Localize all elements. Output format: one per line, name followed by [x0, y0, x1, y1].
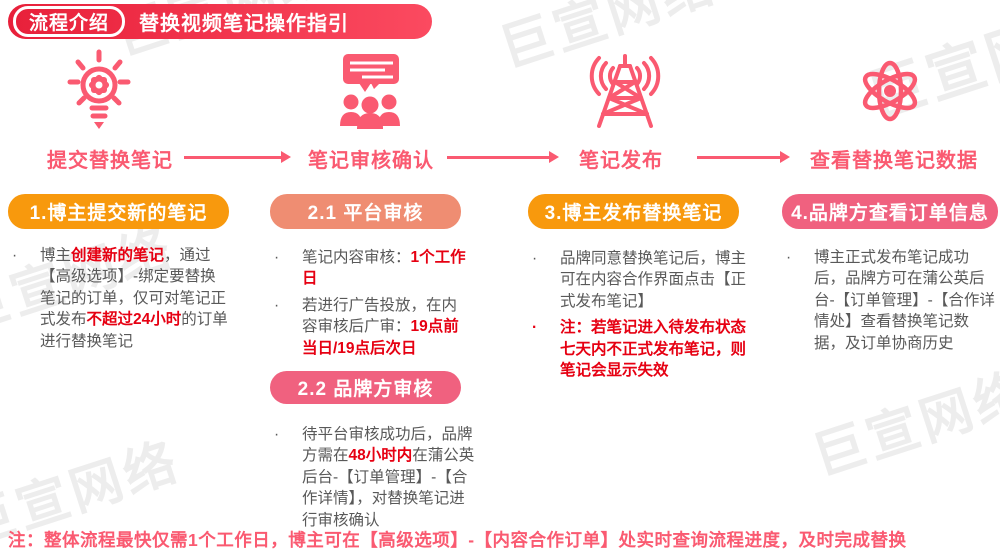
flow-arrow-3 [697, 151, 790, 163]
header-badge: 流程介绍 [13, 6, 126, 37]
step-title-4: 查看替换笔记数据 [810, 150, 978, 172]
lightbulb-gear-icon [67, 49, 131, 129]
meeting-presentation-icon [340, 54, 400, 129]
bullet-item: ·博主创建新的笔记，通过【高级选项】-绑定要替换笔记的订单，仅可对笔记正式发布不… [12, 247, 228, 350]
watermark-text: 巨宣网络 [806, 362, 1000, 487]
card-header-2b: 2.2 品牌方审核 [270, 371, 461, 404]
card-body-2a: ·笔记内容审核：1个工作日 ·若进行广告投放，在内容审核后广审：19点前当日/19… [270, 247, 472, 364]
card-body-2b: ·待平台审核成功后，品牌方需在48小时内在蒲公英后台-【订单管理】-【合作详情】… [270, 424, 476, 536]
bullet-item: ·博主正式发布笔记成功后，品牌方可在蒲公英后台-【订单管理】-【合作详情处】查看… [786, 249, 995, 352]
flow-arrow-2 [447, 151, 559, 163]
flow-arrow-1 [184, 151, 291, 163]
atom-icon [862, 60, 918, 122]
card-body-1: ·博主创建新的笔记，通过【高级选项】-绑定要替换笔记的订单，仅可对笔记正式发布不… [8, 245, 230, 357]
header-banner: 流程介绍 替换视频笔记操作指引 [8, 4, 432, 39]
bullet-item: ·注：若笔记进入待发布状态七天内不正式发布笔记，则笔记会显示失效 [532, 319, 747, 379]
step-title-1: 提交替换笔记 [47, 150, 173, 172]
bullet-item: ·若进行广告投放，在内容审核后广审：19点前当日/19点后次日 [274, 296, 459, 357]
step-title-2: 笔记审核确认 [308, 150, 434, 172]
card-header-2a: 2.1 平台审核 [270, 194, 461, 229]
page-title: 替换视频笔记操作指引 [139, 13, 350, 35]
bullet-item: ·待平台审核成功后，品牌方需在48小时内在蒲公英后台-【订单管理】-【合作详情】… [274, 426, 475, 529]
card-body-4: ·博主正式发布笔记成功后，品牌方可在蒲公英后台-【订单管理】-【合作详情处】查看… [782, 247, 998, 359]
card-body-3: ·品牌同意替换笔记后，博主可在内容合作界面点击【正式发布笔记】 ·注：若笔记进入待… [528, 248, 748, 386]
bullet-item: ·品牌同意替换笔记后，博主可在内容合作界面点击【正式发布笔记】 [532, 250, 747, 310]
bullet-item: ·笔记内容审核：1个工作日 [274, 249, 466, 288]
broadcast-tower-icon [589, 54, 661, 128]
card-header-4: 4.品牌方查看订单信息 [782, 194, 998, 229]
bottom-note: 注：整体流程最快仅需1个工作日，博主可在【高级选项】-【内容合作订单】处实时查询… [8, 530, 907, 550]
step-title-3: 笔记发布 [579, 150, 663, 172]
card-header-3: 3.博主发布替换笔记 [528, 194, 739, 229]
card-header-1: 1.博主提交新的笔记 [8, 194, 229, 229]
